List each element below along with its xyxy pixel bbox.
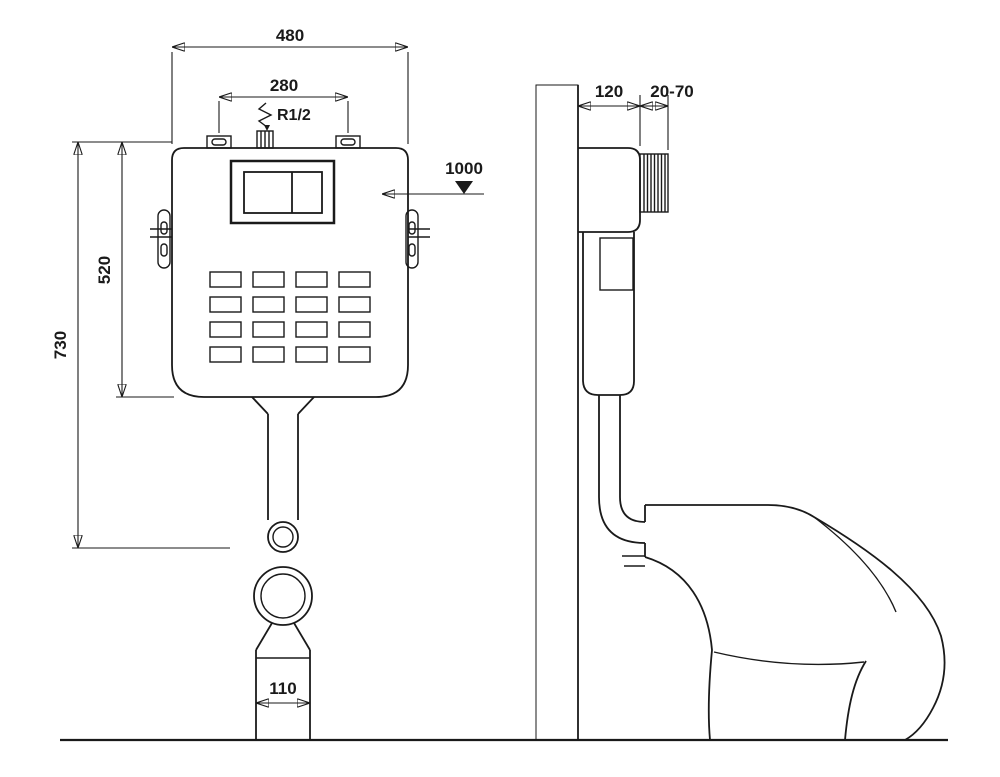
rib-cell [209, 346, 242, 363]
dim-flush-plate-width: 280 [218, 76, 349, 133]
dim-tank-height-label: 520 [95, 256, 114, 284]
rib-cell [338, 296, 371, 313]
rib-cell [295, 296, 328, 313]
inlet-arrow-icon [264, 125, 270, 131]
water-level-mark: 1000 [382, 159, 484, 194]
flush-plate-frame [229, 159, 336, 225]
bowl-inner-rim [813, 516, 897, 613]
side-tank-lower [582, 232, 635, 396]
outlet-pipe [251, 396, 315, 520]
side-tank-upper [578, 147, 641, 233]
pedestal-rear [844, 660, 867, 741]
mounting-tabs [206, 135, 361, 149]
wall-bracket-left [150, 209, 172, 269]
dim-flush-plate-width-label: 280 [270, 76, 298, 95]
rib-cell [252, 321, 285, 338]
trapway [644, 556, 713, 741]
cistern-tank-body [171, 147, 409, 398]
dim-adjustment-range-label: 20-70 [650, 82, 693, 101]
side-view: 120 20-70 [535, 82, 946, 741]
water-level-label: 1000 [445, 159, 483, 178]
rib-cell [338, 346, 371, 363]
rib-cell [209, 271, 242, 288]
pipe-coupling-large [253, 566, 313, 626]
dim-overall-width-label: 480 [276, 26, 304, 45]
wall-bracket-right [405, 209, 430, 269]
front-view: 480 280 R1/2 [51, 26, 484, 740]
toilet-bowl [644, 504, 946, 741]
rib-cell [252, 346, 285, 363]
rib-cell [252, 296, 285, 313]
rib-cell [295, 271, 328, 288]
bowl-underside [713, 651, 865, 666]
rib-cell [252, 271, 285, 288]
side-flush-pipe [598, 395, 646, 544]
inlet-thread-callout: R1/2 [257, 102, 311, 131]
pan-connector [622, 555, 645, 567]
rib-cell [209, 296, 242, 313]
rib-cell [338, 321, 371, 338]
wall-hatching [535, 84, 579, 741]
drain-socket [255, 622, 311, 740]
flush-valve-housing [599, 237, 634, 291]
inlet-fitting [256, 130, 274, 149]
inlet-thread-label: R1/2 [277, 107, 311, 124]
dim-adjustment-range: 20-70 [640, 82, 694, 150]
dim-outlet-width: 110 [256, 679, 310, 703]
water-level-triangle-icon [455, 181, 473, 194]
rib-cell [295, 346, 328, 363]
dim-overall-height-label: 730 [51, 331, 70, 359]
rib-cell [209, 321, 242, 338]
adjustable-sleeve [639, 153, 669, 213]
rib-cell [338, 271, 371, 288]
rib-cell [295, 321, 328, 338]
pipe-coupling-small [267, 521, 299, 553]
dim-outlet-width-label: 110 [269, 679, 296, 698]
dim-tank-height: 520 [95, 142, 174, 398]
dim-tank-depth: 120 [578, 82, 641, 146]
rib-grid [209, 271, 371, 363]
dim-overall-height: 730 [51, 141, 230, 549]
dim-tank-depth-label: 120 [595, 82, 623, 101]
dim-overall-width: 480 [171, 26, 409, 144]
